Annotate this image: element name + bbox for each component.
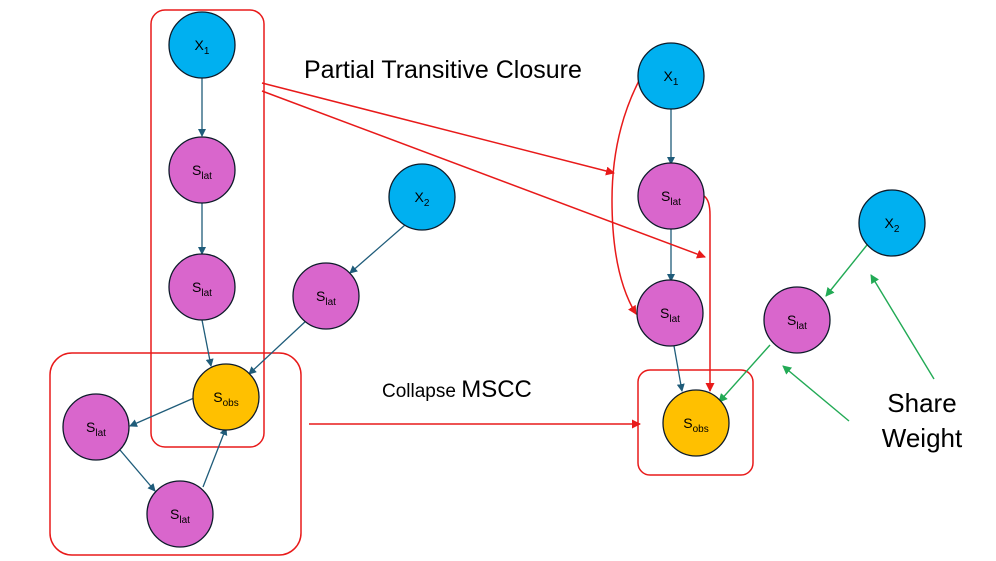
- svg-text:X1: X1: [195, 37, 210, 57]
- right-graph-edges: [667, 109, 685, 392]
- closure-arrow-2: [261, 90, 706, 259]
- share-weight-label-line1: Share: [887, 388, 956, 418]
- share-weight-arrows: [718, 244, 935, 422]
- edge-rslat2-rsobs: [673, 345, 685, 392]
- chain-highlight-box: [150, 9, 265, 448]
- share-pointer-1: [870, 274, 935, 380]
- svg-text:Sobs: Sobs: [213, 389, 238, 409]
- closure-curve-x1-slat2: [611, 74, 643, 315]
- svg-text:Slat: Slat: [192, 279, 212, 299]
- svg-text:Slat: Slat: [316, 288, 336, 308]
- node-slat-x2-right: Slat: [763, 286, 831, 354]
- node-x1-right: X1: [637, 42, 705, 110]
- node-slat-right-1: Slat: [637, 162, 705, 230]
- svg-text:X2: X2: [415, 189, 430, 209]
- node-slat-left-3: Slat: [62, 393, 130, 461]
- node-sobs-left: Sobs: [192, 363, 260, 431]
- closure-arrows: [261, 74, 715, 429]
- node-slat-left-1: Slat: [168, 136, 236, 204]
- mscc-highlight-box: [49, 352, 302, 556]
- share-weight-label-line2: Weight: [882, 423, 963, 453]
- node-slat-right-2: Slat: [636, 279, 704, 347]
- edge-slatx2-sobs: [248, 319, 308, 375]
- left-graph-edges: [119, 78, 406, 492]
- edge-sobs-slat3: [129, 397, 195, 427]
- svg-text:X1: X1: [664, 68, 679, 88]
- svg-text:X2: X2: [885, 215, 900, 235]
- svg-text:Slat: Slat: [661, 188, 681, 208]
- svg-text:Slat: Slat: [192, 162, 212, 182]
- ptc-label: Partial Transitive Closure: [304, 56, 582, 84]
- svg-text:Slat: Slat: [787, 312, 807, 332]
- edge-rslatx2-rsobs: [718, 344, 771, 403]
- svg-text:Slat: Slat: [170, 506, 190, 526]
- edge-slat4-sobs: [202, 427, 228, 488]
- edge-slat3-slat4: [119, 449, 156, 492]
- node-slat-x2-left: Slat: [292, 262, 360, 330]
- edge-slat2-sobs: [201, 319, 214, 367]
- svg-text:Slat: Slat: [660, 305, 680, 325]
- edge-x2-slatx2: [349, 224, 406, 274]
- node-slat-left-2: Slat: [168, 253, 236, 321]
- share-pointer-2: [782, 365, 850, 422]
- node-x2-left: X2: [388, 163, 456, 231]
- closure-line-slat1-sobs: [703, 195, 715, 392]
- edge-rx2-rslatx2: [825, 244, 868, 297]
- closure-arrow-1: [261, 82, 615, 176]
- node-x1-left: X1: [168, 11, 236, 79]
- node-x2-right: X2: [858, 189, 926, 257]
- node-sobs-right: Sobs: [662, 389, 730, 457]
- node-slat-left-4: Slat: [146, 480, 214, 548]
- svg-text:Slat: Slat: [86, 419, 106, 439]
- svg-text:Sobs: Sobs: [683, 415, 708, 435]
- collapse-mscc-label: Collapse MSCC: [382, 376, 532, 403]
